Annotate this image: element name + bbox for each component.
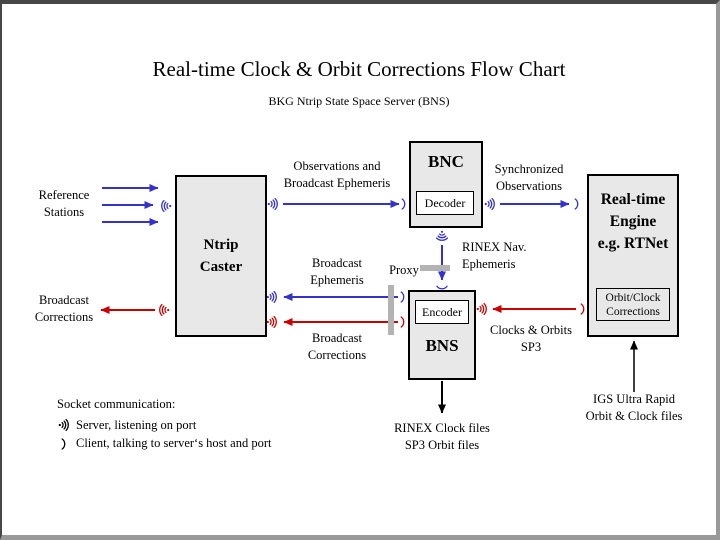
server-socket-icon xyxy=(58,418,69,432)
realtime-engine-box: Real-time Engine e.g. RTNet Orbit/Clock … xyxy=(587,174,679,337)
synchronized-observations-label: Synchronized Observations xyxy=(494,162,564,193)
realtime-engine-label: Real-time Engine e.g. RTNet xyxy=(597,191,669,252)
bnc-label: BNC xyxy=(428,152,464,171)
rinex-nav-ephemeris-label: RINEX Nav. Ephemeris xyxy=(462,240,527,271)
legend-client-label: Client, talking to server‘s host and por… xyxy=(76,436,272,450)
server-socket-icon xyxy=(266,315,277,329)
server-socket-icon xyxy=(159,303,170,317)
client-socket-icon xyxy=(436,285,448,290)
proxy-bar-vertical xyxy=(388,285,394,335)
client-socket-icon xyxy=(580,303,585,315)
server-socket-icon xyxy=(161,199,172,213)
igs-ultra-rapid-label: IGS Ultra Rapid Orbit & Clock files xyxy=(585,392,683,423)
server-socket-icon xyxy=(267,197,278,211)
server-socket-icon xyxy=(484,197,495,211)
decoder-box: Decoder xyxy=(416,191,474,215)
legend-heading: Socket communication: xyxy=(57,397,176,411)
bns-box: Encoder BNS xyxy=(408,290,476,380)
client-socket-icon xyxy=(401,198,406,210)
legend-server-label: Server, listening on port xyxy=(76,418,197,432)
bns-label: BNS xyxy=(425,336,459,355)
server-socket-icon xyxy=(476,302,487,316)
server-socket-icon xyxy=(266,290,277,304)
page-title: Real-time Clock & Orbit Corrections Flow… xyxy=(152,57,566,81)
rinex-clock-files-label: RINEX Clock files SP3 Orbit files xyxy=(394,421,490,452)
ntrip-caster-box: Ntrip Caster xyxy=(175,175,267,337)
client-socket-icon xyxy=(400,291,405,303)
encoder-box: Encoder xyxy=(415,300,469,324)
client-socket-icon xyxy=(400,316,405,328)
broadcast-corrections-mid-label: Broadcast Corrections xyxy=(307,331,367,362)
broadcast-ephemeris-label: Broadcast Ephemeris xyxy=(310,256,364,287)
observations-ephemeris-label: Observations and Broadcast Ephemeris xyxy=(283,159,391,190)
client-socket-icon xyxy=(61,438,66,450)
ntrip-caster-label: Ntrip Caster xyxy=(199,237,243,275)
clocks-orbits-sp3-label: Clocks & Orbits SP3 xyxy=(490,323,572,354)
broadcast-corrections-left-label: Broadcast Corrections xyxy=(34,293,94,324)
reference-stations-label: Reference Stations xyxy=(38,188,90,219)
page-subtitle: BKG Ntrip State Space Server (BNS) xyxy=(268,94,450,108)
client-socket-icon xyxy=(574,198,579,210)
server-socket-icon xyxy=(435,230,449,241)
bnc-box: BNC Decoder xyxy=(409,141,483,228)
proxy-label: Proxy xyxy=(389,263,419,277)
orbit-clock-corrections-box: Orbit/Clock Corrections xyxy=(596,288,670,321)
